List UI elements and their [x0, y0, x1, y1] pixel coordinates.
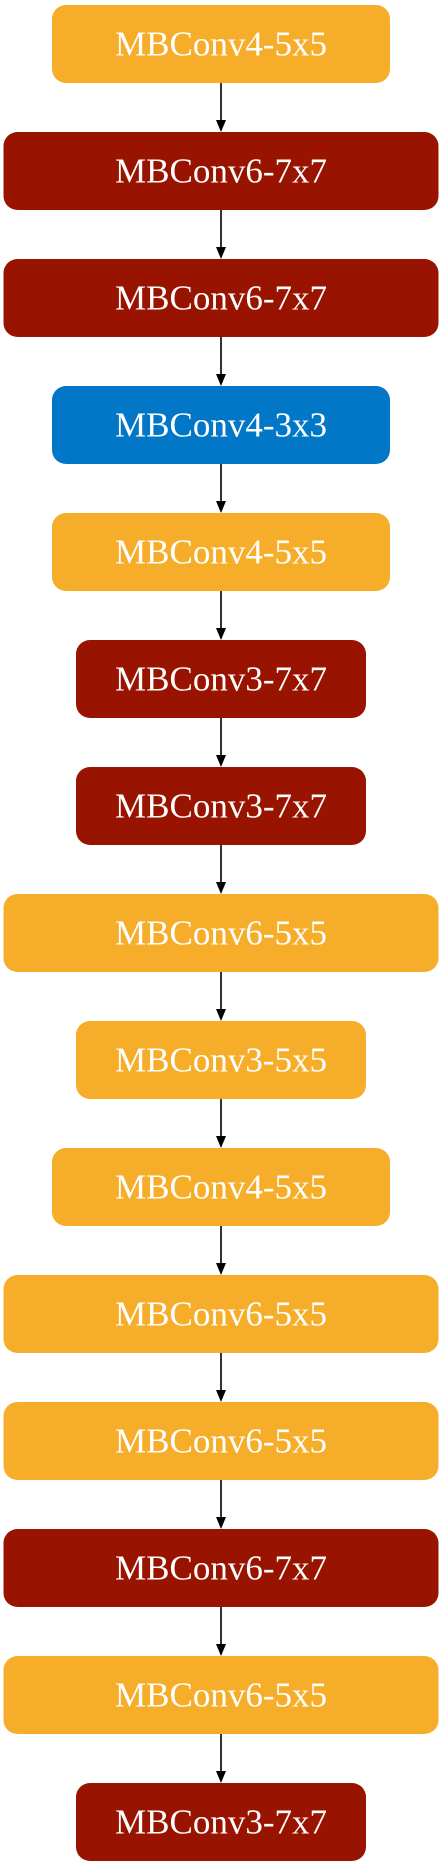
node-mbconv4-5x5: MBConv4-5x5 [52, 513, 390, 591]
node-box [76, 767, 366, 845]
node-box [52, 513, 390, 591]
edge-arrow [216, 1607, 226, 1656]
node-label: MBConv4-3x3 [115, 406, 327, 445]
arrowhead-icon [216, 1517, 226, 1529]
node-mbconv6-7x7: MBConv6-7x7 [3, 132, 439, 210]
edge-arrow [216, 83, 226, 132]
node-mbconv6-5x5: MBConv6-5x5 [3, 1402, 439, 1480]
arrowhead-icon [216, 1644, 226, 1656]
node-box [52, 1148, 390, 1226]
arrowhead-icon [216, 628, 226, 640]
node-label: MBConv4-5x5 [115, 25, 327, 64]
edge-arrow [216, 337, 226, 386]
edges-layer [216, 83, 226, 1783]
node-box [76, 1021, 366, 1099]
arrowhead-icon [216, 1136, 226, 1148]
edge-arrow [216, 464, 226, 513]
arrowhead-icon [216, 755, 226, 767]
node-mbconv4-3x3: MBConv4-3x3 [52, 386, 390, 464]
node-box [3, 259, 439, 337]
node-box [3, 1529, 439, 1607]
node-label: MBConv3-7x7 [115, 660, 327, 699]
node-box [3, 1656, 439, 1734]
edge-arrow [216, 1353, 226, 1402]
node-label: MBConv3-7x7 [115, 787, 327, 826]
edge-arrow [216, 1099, 226, 1148]
node-mbconv3-7x7: MBConv3-7x7 [76, 640, 366, 718]
node-label: MBConv3-7x7 [115, 1803, 327, 1842]
node-label: MBConv6-7x7 [115, 279, 327, 318]
node-mbconv3-5x5: MBConv3-5x5 [76, 1021, 366, 1099]
node-label: MBConv3-5x5 [115, 1041, 327, 1080]
node-mbconv3-7x7: MBConv3-7x7 [76, 1783, 366, 1861]
edge-arrow [216, 972, 226, 1021]
node-label: MBConv6-5x5 [115, 914, 327, 953]
arrowhead-icon [216, 1390, 226, 1402]
node-label: MBConv6-7x7 [115, 152, 327, 191]
edge-arrow [216, 718, 226, 767]
edge-arrow [216, 591, 226, 640]
node-box [3, 1275, 439, 1353]
arrowhead-icon [216, 1009, 226, 1021]
node-label: MBConv6-5x5 [115, 1295, 327, 1334]
node-box [3, 132, 439, 210]
arrowhead-icon [216, 1771, 226, 1783]
node-box [52, 5, 390, 83]
arrowhead-icon [216, 882, 226, 894]
node-mbconv6-5x5: MBConv6-5x5 [3, 894, 439, 972]
edge-arrow [216, 1734, 226, 1783]
node-label: MBConv4-5x5 [115, 533, 327, 572]
node-box [76, 640, 366, 718]
node-label: MBConv4-5x5 [115, 1168, 327, 1207]
node-label: MBConv6-5x5 [115, 1676, 327, 1715]
node-box [3, 1402, 439, 1480]
node-mbconv6-5x5: MBConv6-5x5 [3, 1275, 439, 1353]
edge-arrow [216, 210, 226, 259]
node-box [52, 386, 390, 464]
arrowhead-icon [216, 1263, 226, 1275]
arrowhead-icon [216, 501, 226, 513]
nodes-layer: MBConv4-5x5MBConv6-7x7MBConv6-7x7MBConv4… [3, 5, 439, 1861]
node-label: MBConv6-5x5 [115, 1422, 327, 1461]
edge-arrow [216, 845, 226, 894]
node-mbconv4-5x5: MBConv4-5x5 [52, 1148, 390, 1226]
node-mbconv3-7x7: MBConv3-7x7 [76, 767, 366, 845]
arrowhead-icon [216, 247, 226, 259]
node-mbconv6-7x7: MBConv6-7x7 [3, 259, 439, 337]
node-box [3, 894, 439, 972]
node-label: MBConv6-7x7 [115, 1549, 327, 1588]
node-box [76, 1783, 366, 1861]
edge-arrow [216, 1226, 226, 1275]
node-mbconv6-5x5: MBConv6-5x5 [3, 1656, 439, 1734]
arrowhead-icon [216, 120, 226, 132]
arrowhead-icon [216, 374, 226, 386]
edge-arrow [216, 1480, 226, 1529]
node-mbconv6-7x7: MBConv6-7x7 [3, 1529, 439, 1607]
node-mbconv4-5x5: MBConv4-5x5 [52, 5, 390, 83]
